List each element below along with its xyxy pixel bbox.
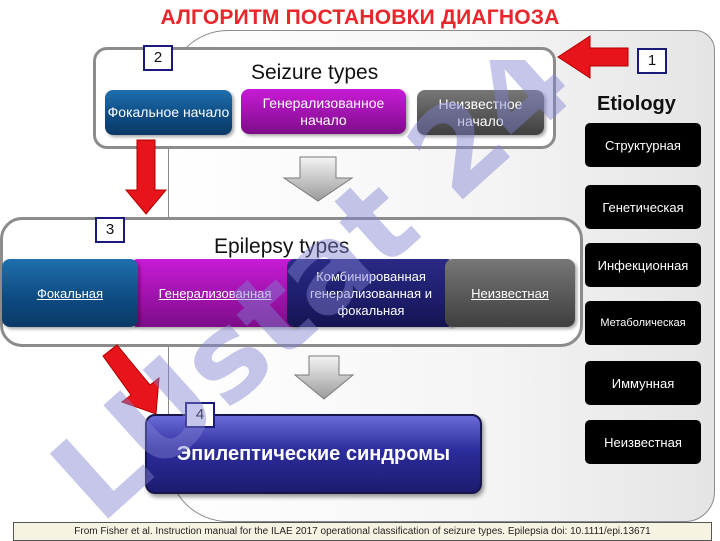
etiology-immune: Иммунная — [585, 361, 701, 405]
seizure-focal-onset: Фокальное начало — [105, 90, 232, 135]
etiology-infectious: Инфекционная — [585, 243, 701, 287]
page-title: АЛГОРИТМ ПОСТАНОВКИ ДИАГНОЗА — [160, 6, 560, 29]
etiology-metabolic: Метаболическая — [585, 301, 701, 345]
etiology-unknown: Неизвестная — [585, 420, 701, 464]
step-number-2: 2 — [143, 45, 173, 71]
seizure-generalized-onset: Генерализованное начало — [241, 89, 406, 134]
arrow-etiology-to-seizure — [557, 35, 629, 79]
etiology-genetic: Генетическая — [585, 185, 701, 229]
epilepsy-focal: Фокальная — [2, 259, 138, 327]
grey-arrow-lower — [293, 355, 355, 400]
arrow-seizure-to-epilepsy — [124, 139, 168, 215]
seizure-unknown-onset: Неизвестное начало — [417, 90, 544, 135]
step-number-1: 1 — [637, 48, 667, 74]
epilepsy-generalized: Генерализованная — [130, 259, 300, 327]
step-number-4: 4 — [185, 402, 215, 428]
epilepsy-unknown: Неизвестная — [445, 259, 575, 327]
grey-arrow-upper — [282, 156, 354, 202]
seizure-types-title: Seizure types — [251, 61, 379, 84]
source-footer: From Fisher et al. Instruction manual fo… — [13, 522, 712, 541]
etiology-label: Etiology — [597, 93, 676, 115]
epilepsy-types-title: Epilepsy types — [214, 235, 350, 258]
epilepsy-combined: Комбинированная генерализованная и фокал… — [287, 259, 455, 327]
arrow-epilepsy-to-syndromes — [102, 344, 160, 415]
etiology-structural: Структурная — [585, 123, 701, 167]
step-number-3: 3 — [95, 217, 125, 243]
